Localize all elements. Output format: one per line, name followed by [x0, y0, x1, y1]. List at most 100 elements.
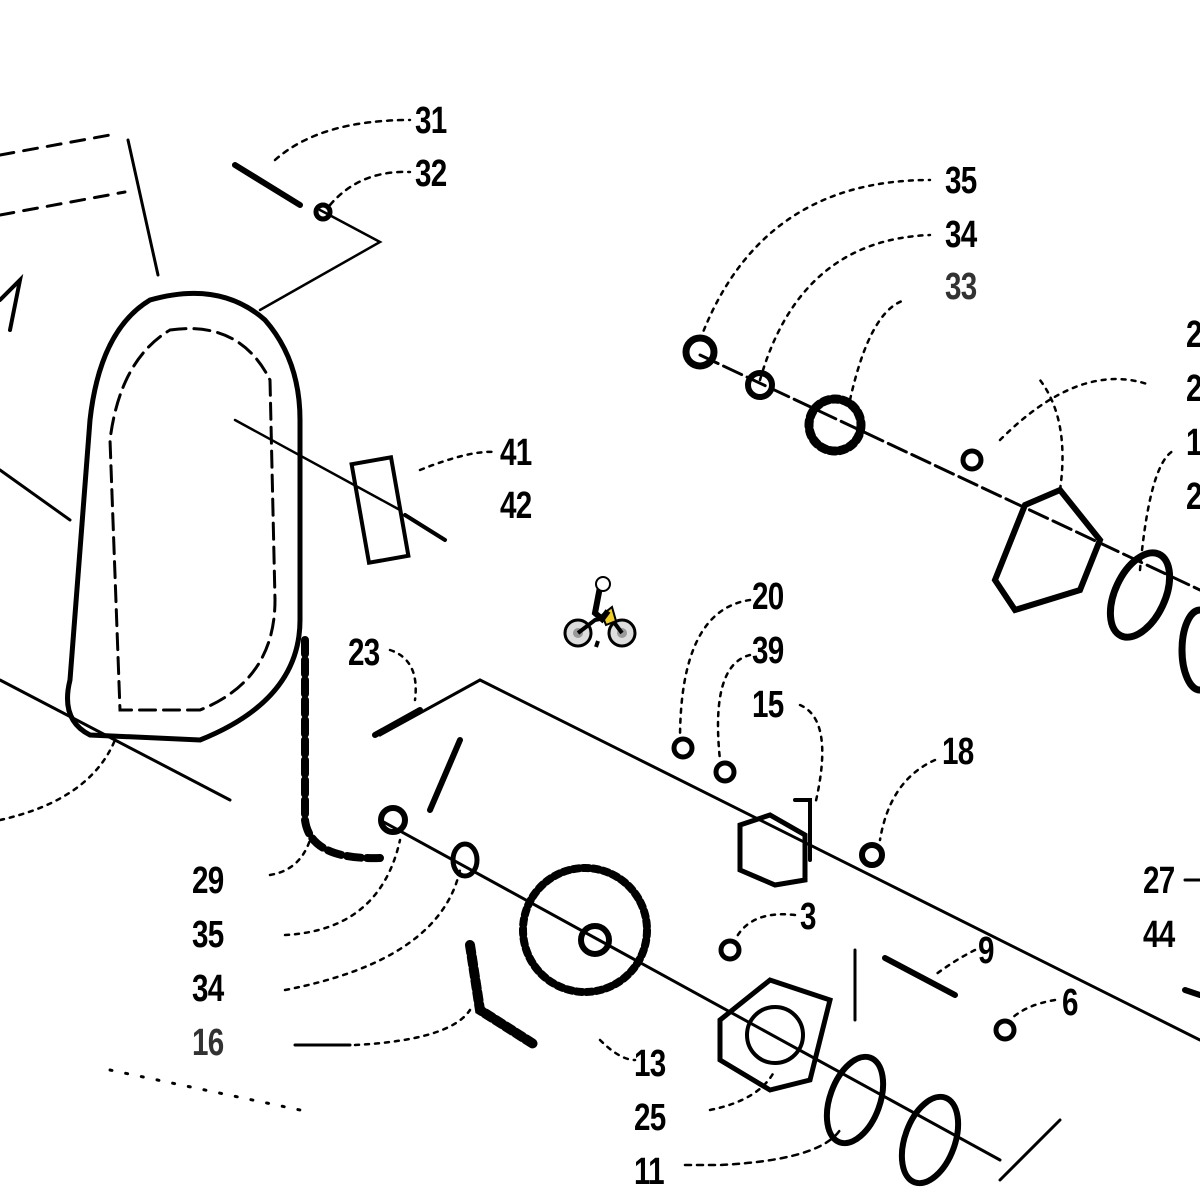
flange-bore — [745, 1005, 805, 1065]
leader-25 — [708, 1068, 777, 1112]
nut-32 — [313, 202, 333, 222]
nut-35-upper — [682, 334, 718, 370]
part-label-39: 39 — [752, 630, 784, 672]
bolt-23 — [372, 707, 423, 738]
bolt-44 — [1182, 987, 1200, 998]
sprocket-hub — [578, 923, 612, 957]
part-label-41: 41 — [500, 432, 532, 474]
part-label-15: 15 — [752, 684, 784, 726]
helmet-icon — [595, 576, 611, 592]
leader-34 — [283, 868, 462, 992]
bracket-tab — [793, 798, 812, 862]
leader-35-upper — [698, 178, 932, 342]
leader-34-upper — [758, 233, 932, 382]
part-label-11: 11 — [634, 1151, 665, 1193]
leader-line — [0, 190, 127, 217]
leader-upper — [1038, 378, 1064, 492]
bearing-upper — [1178, 606, 1200, 694]
washer-3 — [718, 938, 742, 962]
leader-9 — [933, 948, 977, 977]
chain-case-inner — [108, 327, 277, 712]
ring-upper — [1106, 549, 1174, 641]
part-label-9: 9 — [978, 930, 994, 972]
part-label-16: 16 — [192, 1022, 224, 1064]
lower-shaft — [378, 818, 1002, 1162]
leader-6 — [1008, 998, 1057, 1022]
washer-20 — [671, 736, 695, 760]
leader-line — [0, 133, 112, 157]
nut-35 — [378, 805, 408, 835]
leader-16b — [353, 1008, 472, 1047]
bearing — [898, 1093, 962, 1187]
part-label-3: 3 — [800, 896, 816, 938]
leader-39 — [716, 653, 752, 762]
screw-42 — [403, 513, 447, 542]
washer-34-upper — [745, 370, 775, 400]
plate-41 — [349, 454, 411, 566]
leader-line — [258, 208, 383, 312]
part-label-27: 27 — [1143, 860, 1175, 902]
part-label-18: 18 — [942, 731, 974, 773]
sprocket-13 — [519, 864, 651, 996]
part-label-42: 42 — [500, 485, 532, 527]
part-label-20: 20 — [752, 576, 784, 618]
nut-18 — [859, 842, 885, 868]
leader-18 — [878, 758, 937, 842]
leader-23 — [388, 648, 417, 702]
part-label-25: 25 — [634, 1097, 666, 1139]
chain-29b — [427, 737, 463, 813]
part-label-33: 33 — [945, 266, 977, 308]
washer-39 — [713, 760, 737, 784]
leader-line — [0, 738, 117, 822]
leader-33 — [848, 298, 907, 402]
washer-6 — [993, 1018, 1017, 1042]
motorbike-rider-icon[interactable] — [560, 575, 640, 650]
ring-11 — [823, 1053, 887, 1147]
bolt-9 — [882, 955, 958, 998]
part-label-2: 2 — [1186, 478, 1200, 516]
leader-11 — [683, 1128, 842, 1167]
part-label-44: 44 — [1143, 914, 1175, 956]
frame-line — [998, 1118, 1062, 1182]
leader-upper — [1138, 448, 1177, 572]
chain-29 — [301, 636, 384, 863]
bolt-31 — [232, 162, 303, 208]
rider-body-icon — [591, 586, 611, 624]
leader-32 — [328, 170, 412, 207]
leader-35 — [283, 838, 402, 937]
washer-upper — [960, 448, 984, 472]
shaft-line — [233, 418, 402, 512]
leader-13 — [598, 1038, 637, 1062]
dotted-line — [108, 1068, 302, 1112]
leader-29 — [268, 838, 312, 877]
part-label-32: 32 — [415, 153, 447, 195]
part-label-31: 31 — [415, 100, 447, 142]
leader-line — [0, 273, 24, 332]
part-label-2: 2 — [1186, 316, 1200, 354]
chain-16 — [465, 940, 540, 1050]
fuel-tank-icon — [600, 605, 618, 627]
sprocket-33 — [804, 394, 866, 456]
part-label-1: 1 — [1186, 424, 1200, 462]
leader-upper — [998, 377, 1152, 442]
part-label-34: 34 — [192, 968, 224, 1010]
leader-20 — [678, 598, 752, 742]
leader-line — [0, 678, 232, 802]
upper-shaft — [698, 353, 1200, 592]
part-label-34: 34 — [945, 214, 977, 256]
part-label-29: 29 — [192, 860, 224, 902]
flange-25 — [717, 977, 833, 1093]
washer-34 — [450, 841, 480, 879]
leader-15 — [798, 703, 824, 807]
bracket-15 — [737, 812, 808, 888]
leader-41 — [418, 450, 497, 472]
flange-upper — [991, 486, 1104, 614]
part-label-35: 35 — [945, 160, 977, 202]
part-label-6: 6 — [1062, 982, 1078, 1024]
part-label-2: 2 — [1186, 370, 1200, 408]
leader-31 — [273, 118, 412, 162]
part-label-35: 35 — [192, 914, 224, 956]
leader-3 — [733, 913, 797, 942]
chain-case-cover — [65, 290, 303, 743]
